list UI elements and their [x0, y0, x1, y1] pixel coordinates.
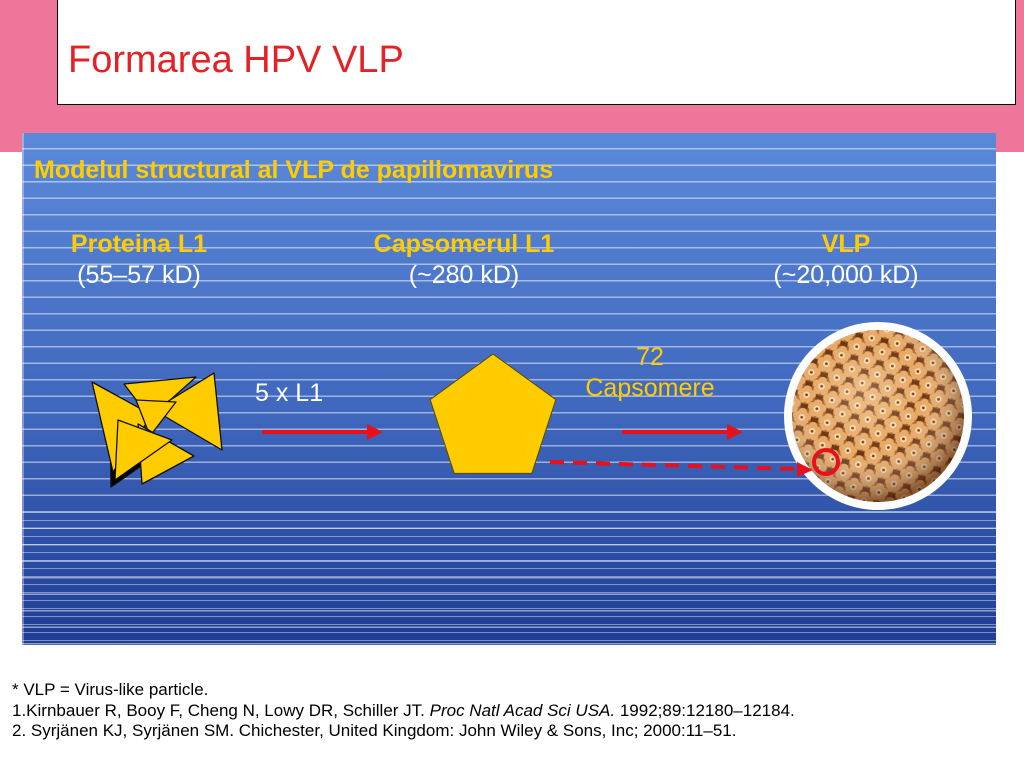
footnote-definition: * VLP = Virus-like particle.: [12, 680, 209, 699]
l1-protein-triangle: [153, 372, 223, 451]
title-box: Formarea HPV VLP: [57, 0, 1016, 105]
l1-protein-monomers: [91, 372, 223, 488]
step-label-monomers: 5 x L1: [255, 379, 324, 407]
reference-journal: Proc Natl Acad Sci USA.: [429, 700, 616, 720]
reference-authors: 1.Kirnbauer R, Booy F, Cheng N, Lowy DR,…: [12, 700, 430, 720]
dashed-arrow-to-capsomere-position: [549, 460, 813, 477]
step-count: 72: [636, 343, 664, 371]
vlp-shading: [792, 330, 964, 502]
capsomere-pentagon: [429, 353, 557, 474]
footnotes: * VLP = Virus-like particle. 1.Kirnbauer…: [12, 680, 795, 742]
stage-capsomere: Capsomerul L1 (~280 kD): [344, 229, 584, 291]
slide-title: Formarea HPV VLP: [68, 39, 404, 81]
step-label-capsomeres: 72 Capsomere: [530, 342, 770, 404]
panel-stripes-dense: [22, 505, 996, 645]
step-label: Capsomere: [585, 374, 715, 402]
vlp-particle: [784, 322, 972, 510]
panel-heading: Modelul structural al VLP de papillomavi…: [34, 156, 554, 184]
stage-l1-protein: Proteina L1 (55–57 kD): [19, 229, 259, 291]
stage-mass: (~20,000 kD): [773, 261, 919, 289]
footnote-reference-1: 1.Kirnbauer R, Booy F, Cheng N, Lowy DR,…: [12, 701, 795, 722]
reference-citation: 1992;89:12180–12184.: [615, 700, 795, 720]
stage-name: VLP: [821, 230, 871, 258]
stage-vlp: VLP (~20,000 kD): [726, 229, 966, 291]
capsomere-highlight-circle: [812, 448, 840, 476]
stage-name: Capsomerul L1: [373, 230, 555, 258]
l1-protein-triangle: [114, 419, 173, 481]
footnote-reference-2: 2. Syrjänen KJ, Syrjänen SM. Chichester,…: [12, 721, 737, 740]
stage-name: Proteina L1: [70, 230, 208, 258]
stage-mass: (~280 kD): [408, 261, 520, 289]
panel-edge: [22, 133, 24, 645]
stage-mass: (55–57 kD): [77, 261, 201, 289]
l1-protein-triangle: [135, 399, 177, 437]
arrow-capsomere-to-vlp: [622, 424, 743, 440]
arrow-monomer-to-capsomere: [262, 424, 383, 440]
